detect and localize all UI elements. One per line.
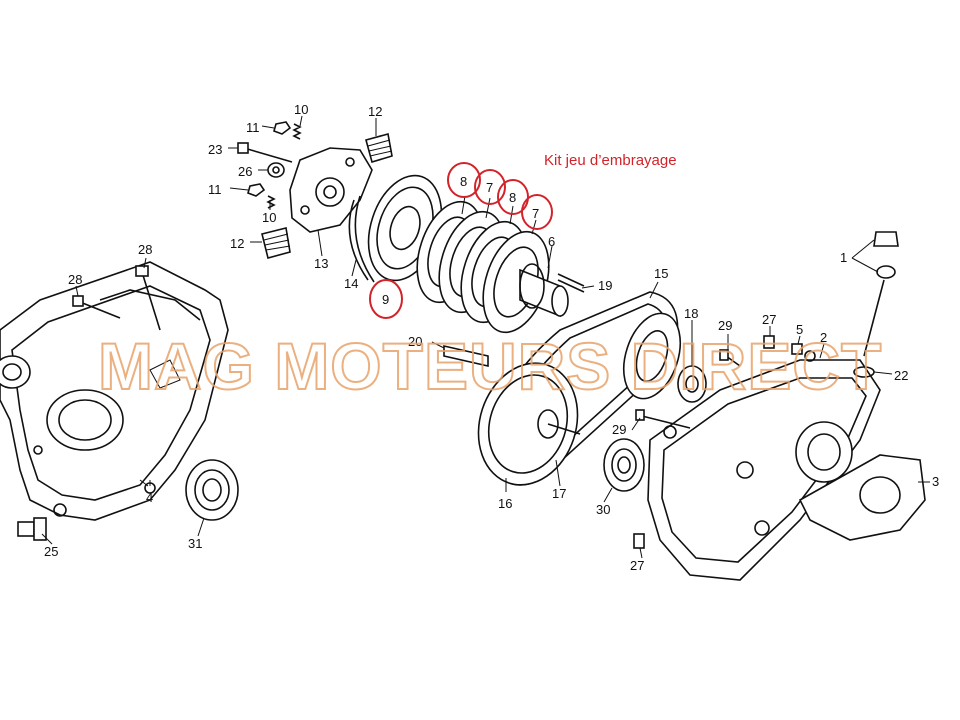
cover-plate-3 [798, 454, 926, 541]
highlight-circle-7-first [474, 169, 506, 205]
bolt-28-upper [135, 265, 161, 331]
callout-7-second: 7 [532, 206, 539, 221]
bearing-31 [185, 459, 239, 521]
spring-10-top [292, 123, 302, 140]
callout-3: 3 [932, 474, 939, 489]
spring-10-lower [266, 195, 276, 209]
drain-plug-25 [17, 517, 47, 541]
dowel-27-top [763, 335, 775, 349]
dowel-27-lower [633, 533, 645, 549]
bolt-29-top [719, 349, 741, 367]
bushing-20 [443, 344, 489, 368]
nut-11-lower [247, 183, 266, 197]
callout-20: 20 [408, 334, 422, 349]
callout-8-second: 8 [509, 190, 516, 205]
callout-9: 9 [382, 292, 389, 307]
callout-27-top: 27 [762, 312, 776, 327]
callout-17: 17 [552, 486, 566, 501]
callout-31: 31 [188, 536, 202, 551]
highlight-circle-9 [369, 279, 403, 319]
callout-12-left: 12 [230, 236, 244, 251]
clutch-cover-left [0, 261, 229, 521]
callout-10-top: 10 [294, 102, 308, 117]
bearing-30 [603, 438, 645, 492]
callout-15: 15 [654, 266, 668, 281]
callout-4: 4 [146, 490, 153, 505]
callout-7-first: 7 [486, 180, 493, 195]
callout-29-top: 29 [718, 318, 732, 333]
clutch-hub-6 [519, 263, 569, 318]
nut-11-top [273, 121, 292, 135]
watermark: MAG MOTEURS DIRECT [98, 329, 882, 403]
callout-19: 19 [598, 278, 612, 293]
callout-13: 13 [314, 256, 328, 271]
callout-2: 2 [820, 330, 827, 345]
callout-10-lower: 10 [262, 210, 276, 225]
callout-23: 23 [208, 142, 222, 157]
callout-labels: 10 11 23 26 11 10 12 12 13 14 9 8 7 8 7 … [44, 102, 939, 573]
dowel-5 [791, 343, 803, 355]
callout-27-lower: 27 [630, 558, 644, 573]
dipstick-1 [863, 231, 899, 357]
kit-annotation: Kit jeu d’embrayage [544, 152, 677, 169]
highlight-circle-8-second [497, 179, 529, 215]
highlight-circle-7-second [521, 194, 553, 230]
callout-25: 25 [44, 544, 58, 559]
callout-12-top: 12 [368, 104, 382, 119]
callout-18: 18 [684, 306, 698, 321]
washer-26 [267, 162, 285, 178]
callout-5: 5 [796, 322, 803, 337]
callout-8-first: 8 [460, 174, 467, 189]
callout-26: 26 [238, 164, 252, 179]
callout-28-lower: 28 [68, 272, 82, 287]
callout-11-top: 11 [246, 120, 260, 135]
spring-ring-14 [348, 195, 375, 283]
callout-6: 6 [548, 234, 555, 249]
leader-lines [41, 115, 930, 559]
highlight-circles [369, 162, 553, 319]
weight-12-top [365, 132, 393, 164]
bolt-23 [237, 142, 293, 163]
sprocket-15 [622, 312, 682, 400]
bolt-29-lower [635, 409, 691, 429]
callout-16: 16 [498, 496, 512, 511]
callout-28-upper: 28 [138, 242, 152, 257]
gear-case-2 [647, 350, 881, 581]
weight-12-left [261, 227, 291, 259]
clutch-plate-13 [289, 147, 373, 233]
callout-1: 1 [840, 250, 847, 265]
sprocket-17 [477, 362, 581, 486]
callout-22: 22 [894, 368, 908, 383]
highlight-circle-8-first [447, 162, 481, 198]
callout-14: 14 [344, 276, 358, 291]
callout-29-lower: 29 [612, 422, 626, 437]
callout-11-lower: 11 [208, 182, 222, 197]
pin-19 [557, 273, 585, 293]
callout-30: 30 [596, 502, 610, 517]
